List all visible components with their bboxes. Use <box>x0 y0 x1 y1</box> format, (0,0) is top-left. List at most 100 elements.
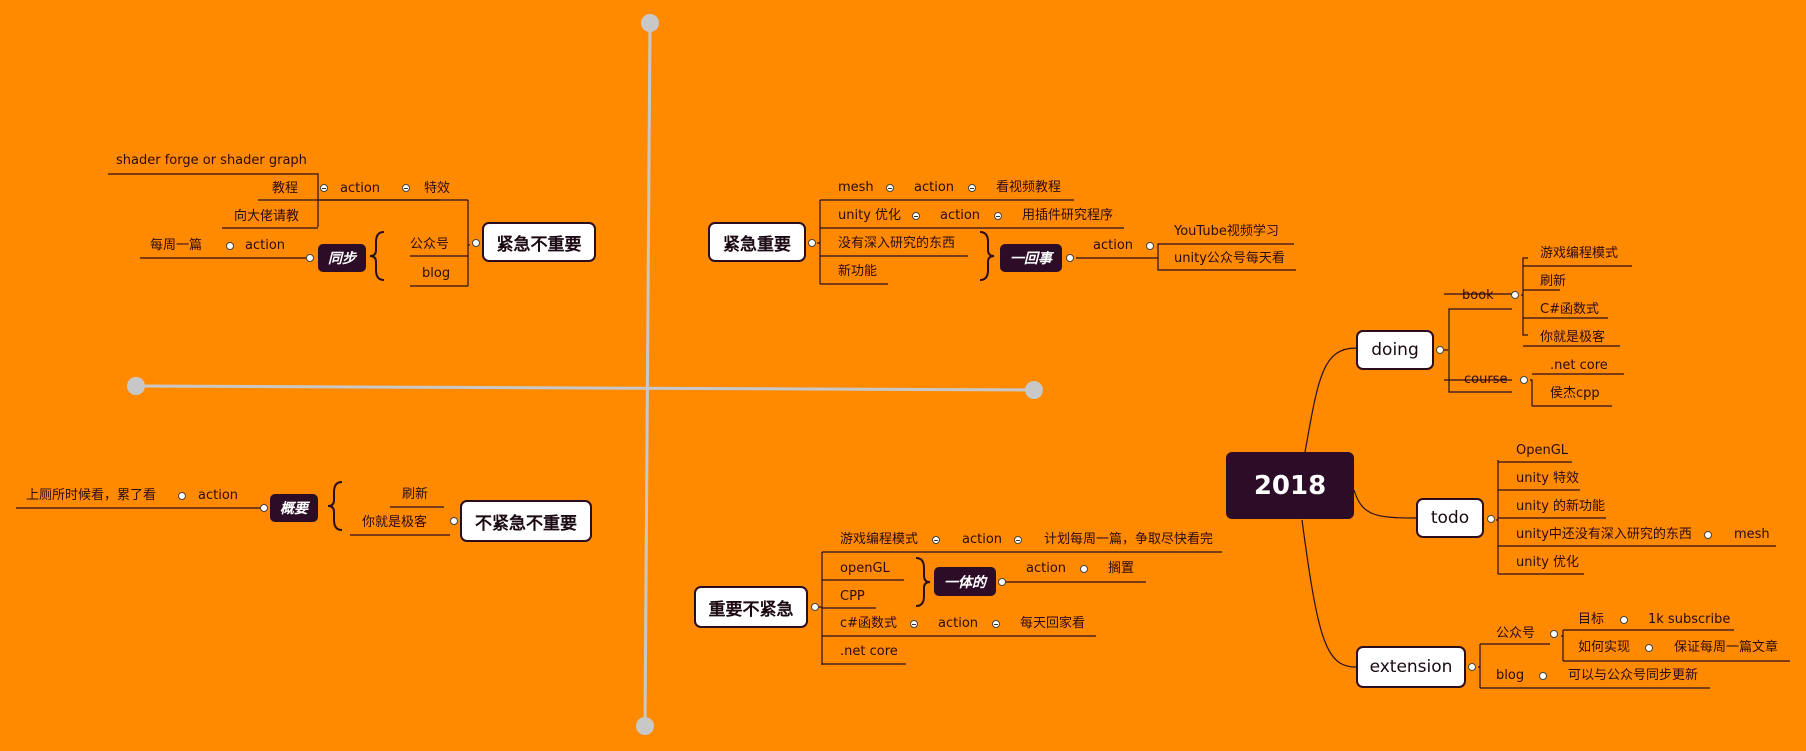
tutorial-node[interactable]: 教程 <box>272 181 299 196</box>
summary-action[interactable]: action <box>1093 238 1134 253</box>
shader-node[interactable]: shader forge or shader graph <box>116 153 307 168</box>
goal-value[interactable]: 1k subscribe <box>1648 612 1731 627</box>
book-item[interactable]: 刷新 <box>1540 274 1567 289</box>
summary-value[interactable]: YouTube视频学习 <box>1174 224 1279 239</box>
quadrant-important-not-urgent[interactable]: 重要不紧急 <box>694 586 808 628</box>
topic-todo[interactable]: todo <box>1416 498 1484 538</box>
collapse-toggle[interactable] <box>1550 630 1558 638</box>
node-how[interactable]: 如何实现 <box>1578 640 1631 655</box>
todo-item[interactable]: unity 的新功能 <box>1516 499 1606 514</box>
summary-value[interactable]: unity公众号每天看 <box>1174 251 1285 266</box>
how-value[interactable]: 保证每周一篇文章 <box>1674 640 1779 655</box>
inu-csharp-action[interactable]: action <box>938 616 979 631</box>
summary-urgent-unimportant[interactable]: 同步 <box>318 244 366 272</box>
todo-subitem[interactable]: mesh <box>1734 527 1770 542</box>
collapse-toggle[interactable] <box>994 212 1002 220</box>
collapse-toggle[interactable] <box>1014 536 1022 544</box>
collapse-toggle[interactable] <box>811 603 819 611</box>
collapse-toggle[interactable] <box>320 184 328 192</box>
summary-value[interactable]: 搁置 <box>1108 561 1135 576</box>
todo-item[interactable]: unity 优化 <box>1516 555 1580 570</box>
collapse-toggle[interactable] <box>968 184 976 192</box>
axis-handle-right[interactable] <box>1025 381 1043 399</box>
ui-item-action[interactable]: action <box>940 208 981 223</box>
tutorial-value[interactable]: 特效 <box>424 181 451 196</box>
ask-node[interactable]: 向大佬请教 <box>234 209 300 224</box>
ui-item-action[interactable]: action <box>914 180 955 195</box>
uu-item[interactable]: blog <box>422 266 451 281</box>
collapse-toggle[interactable] <box>402 184 410 192</box>
expand-toggle[interactable] <box>1645 644 1653 652</box>
inu-netcore[interactable]: .net core <box>840 644 898 659</box>
axis-handle-bottom[interactable] <box>636 717 654 735</box>
ui-item-value[interactable]: 用插件研究程序 <box>1022 208 1114 223</box>
summary-action[interactable]: action <box>245 238 286 253</box>
course-item[interactable]: .net core <box>1550 358 1608 373</box>
nn-item[interactable]: 刷新 <box>402 487 429 502</box>
course-item[interactable]: 侯杰cpp <box>1550 386 1600 401</box>
todo-item[interactable]: unity中还没有深入研究的东西 <box>1516 527 1692 542</box>
todo-item[interactable]: unity 特效 <box>1516 471 1580 486</box>
summary-not-urgent-not-important[interactable]: 概要 <box>270 494 318 522</box>
axis-handle-top[interactable] <box>641 14 659 32</box>
quadrant-urgent-important[interactable]: 紧急重要 <box>708 222 806 262</box>
inu-item[interactable]: CPP <box>840 589 865 604</box>
collapse-toggle[interactable] <box>932 536 940 544</box>
summary-action[interactable]: action <box>198 488 239 503</box>
collapse-toggle[interactable] <box>306 254 314 262</box>
inu-item[interactable]: openGL <box>840 561 890 576</box>
inu-top-label[interactable]: 游戏编程模式 <box>840 532 919 547</box>
axis-handle-left[interactable] <box>127 377 145 395</box>
collapse-toggle[interactable] <box>992 620 1000 628</box>
node-blog[interactable]: blog <box>1496 668 1525 683</box>
collapse-toggle[interactable] <box>998 578 1006 586</box>
tutorial-action[interactable]: action <box>340 181 381 196</box>
collapse-toggle[interactable] <box>1511 291 1519 299</box>
summary-value[interactable]: 上厕所时候看，累了看 <box>26 488 157 503</box>
node-goal[interactable]: 目标 <box>1578 612 1605 627</box>
collapse-toggle[interactable] <box>910 620 918 628</box>
topic-doing[interactable]: doing <box>1356 330 1434 370</box>
book-item[interactable]: 你就是极客 <box>1540 330 1606 345</box>
collapse-toggle[interactable] <box>472 239 480 247</box>
summary-important-not-urgent[interactable]: 一体的 <box>934 567 996 596</box>
collapse-toggle[interactable] <box>260 504 268 512</box>
uu-item[interactable]: 公众号 <box>410 237 450 252</box>
inu-top-action[interactable]: action <box>962 532 1003 547</box>
inu-csharp-value[interactable]: 每天回家看 <box>1020 616 1086 631</box>
node-gongzhonghao[interactable]: 公众号 <box>1496 626 1536 641</box>
inu-csharp-label[interactable]: c#函数式 <box>840 616 898 631</box>
collapse-toggle[interactable] <box>1468 663 1476 671</box>
node-course[interactable]: course <box>1464 372 1508 387</box>
quadrant-urgent-unimportant[interactable]: 紧急不重要 <box>482 222 596 262</box>
book-item[interactable]: 游戏编程模式 <box>1540 246 1619 261</box>
summary-action[interactable]: action <box>1026 561 1067 576</box>
root-topic[interactable]: 2018 <box>1226 452 1354 519</box>
collapse-toggle[interactable] <box>1436 346 1444 354</box>
collapse-toggle[interactable] <box>1066 254 1074 262</box>
expand-toggle[interactable] <box>1539 672 1547 680</box>
collapse-toggle[interactable] <box>178 492 186 500</box>
ui-item-value[interactable]: 看视频教程 <box>996 180 1062 195</box>
inu-top-value[interactable]: 计划每周一篇，争取尽快看完 <box>1044 532 1214 547</box>
collapse-toggle[interactable] <box>1146 242 1154 250</box>
summary-urgent-important[interactable]: 一回事 <box>1000 244 1062 272</box>
collapse-toggle[interactable] <box>1520 376 1528 384</box>
collapse-toggle[interactable] <box>886 184 894 192</box>
ui-item-label[interactable]: 没有深入研究的东西 <box>838 236 956 251</box>
blog-value[interactable]: 可以与公众号同步更新 <box>1568 668 1699 683</box>
ui-item-label[interactable]: 新功能 <box>838 264 878 279</box>
collapse-toggle[interactable] <box>226 242 234 250</box>
expand-toggle[interactable] <box>1704 531 1712 539</box>
collapse-toggle[interactable] <box>912 212 920 220</box>
summary-value[interactable]: 每周一篇 <box>150 238 203 253</box>
ui-item-label[interactable]: unity 优化 <box>838 208 902 223</box>
book-item[interactable]: C#函数式 <box>1540 302 1599 317</box>
topic-extension[interactable]: extension <box>1356 646 1466 688</box>
expand-toggle[interactable] <box>1620 616 1628 624</box>
todo-item[interactable]: OpenGL <box>1516 443 1569 458</box>
collapse-toggle[interactable] <box>1080 565 1088 573</box>
nn-item[interactable]: 你就是极客 <box>362 515 428 530</box>
node-book[interactable]: book <box>1462 288 1494 303</box>
ui-item-label[interactable]: mesh <box>838 180 874 195</box>
